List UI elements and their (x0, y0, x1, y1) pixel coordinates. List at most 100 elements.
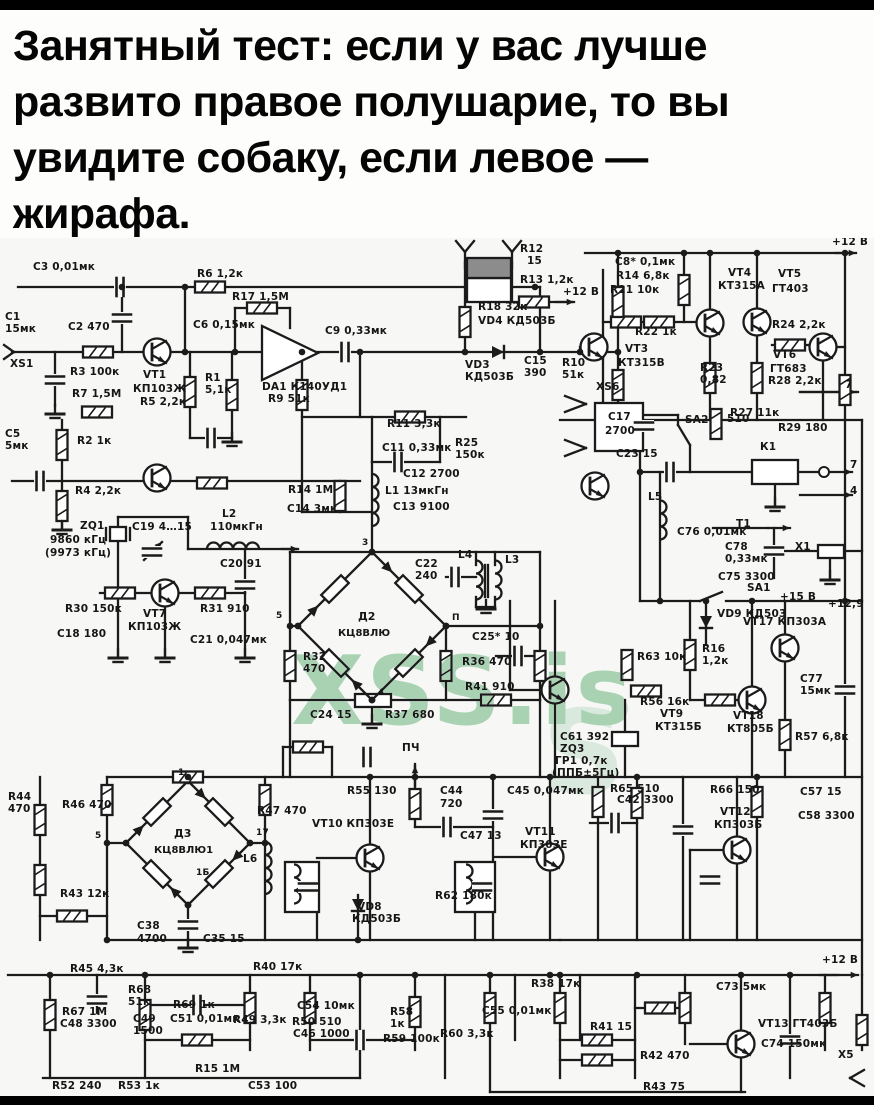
svg-text:R52 240: R52 240 (52, 1080, 102, 1092)
wires-layer (2, 251, 864, 1094)
svg-text:С20 91: С20 91 (220, 558, 262, 570)
svg-text:3: 3 (362, 538, 368, 548)
svg-text:С73 5мк: С73 5мк (716, 981, 766, 993)
svg-text:L5: L5 (648, 491, 662, 503)
capacitors-layer (34, 276, 856, 1051)
caption-line-1: Занятный тест: если у вас лучше (13, 22, 708, 70)
svg-text:L1 13мкГн: L1 13мкГн (385, 485, 449, 497)
svg-text:С22: С22 (415, 558, 438, 570)
svg-text:1500: 1500 (133, 1025, 163, 1037)
svg-text:+12,9: +12,9 (828, 598, 864, 610)
svg-text:R31 910: R31 910 (200, 603, 250, 615)
svg-text:R4 2,2к: R4 2,2к (75, 485, 121, 497)
svg-text:С13 9100: С13 9100 (393, 501, 450, 513)
svg-text:С18 180: С18 180 (57, 628, 106, 640)
svg-text:КЦ8ВЛЮ: КЦ8ВЛЮ (338, 628, 390, 639)
svg-text:VT10 КП303Е: VT10 КП303Е (312, 818, 394, 830)
svg-text:15мк: 15мк (800, 685, 831, 697)
svg-text:R56 16к: R56 16к (640, 696, 690, 708)
svg-text:С48 3300: С48 3300 (60, 1018, 117, 1030)
svg-text:VT1: VT1 (143, 369, 166, 381)
svg-text:С58 3300: С58 3300 (798, 810, 855, 822)
svg-text:R2 1к: R2 1к (77, 435, 111, 447)
svg-text:КЦ8ВЛЮ1: КЦ8ВЛЮ1 (154, 845, 213, 856)
svg-text:R44: R44 (8, 791, 31, 803)
svg-text:R68: R68 (128, 984, 151, 996)
svg-text:С23 15: С23 15 (616, 448, 658, 460)
svg-text:L4: L4 (458, 549, 472, 561)
svg-text:С24 15: С24 15 (310, 709, 352, 721)
svg-text:С1: С1 (5, 311, 20, 323)
svg-text:С38: С38 (137, 920, 160, 932)
svg-text:R42 470: R42 470 (640, 1050, 690, 1062)
svg-text:7: 7 (845, 379, 853, 391)
svg-text:К1: К1 (760, 441, 776, 453)
svg-text:R55 130: R55 130 (347, 785, 397, 797)
svg-text:КТ315В: КТ315В (618, 357, 665, 369)
svg-text:VD9 КД503: VD9 КД503 (717, 608, 786, 620)
svg-text:110мкГн: 110мкГн (210, 521, 263, 533)
svg-text:L2: L2 (222, 508, 236, 520)
svg-text:17: 17 (256, 828, 269, 838)
svg-text:R69 1к: R69 1к (173, 999, 215, 1011)
svg-text:С78: С78 (725, 541, 748, 553)
svg-text:С57 15: С57 15 (800, 786, 842, 798)
svg-text:5,1к: 5,1к (205, 384, 232, 396)
svg-text:С9 0,33мк: С9 0,33мк (325, 325, 387, 337)
svg-text:R47 470: R47 470 (257, 805, 307, 817)
svg-text:КП303Е: КП303Е (520, 839, 568, 851)
svg-text:R41 910: R41 910 (465, 681, 515, 693)
svg-text:510: 510 (727, 413, 750, 425)
svg-text:0,33мк: 0,33мк (725, 553, 768, 565)
svg-text:R57 6,8к: R57 6,8к (795, 731, 849, 743)
svg-text:ZQ3: ZQ3 (560, 743, 584, 755)
svg-text:С2 470: С2 470 (68, 321, 110, 333)
svg-text:R50 510: R50 510 (292, 1016, 342, 1028)
svg-text:VD4 КД503Б: VD4 КД503Б (478, 315, 556, 327)
svg-text:9860 кГц: 9860 кГц (50, 534, 106, 546)
svg-text:VT5: VT5 (778, 268, 801, 280)
svg-text:Д2: Д2 (358, 610, 375, 623)
svg-text:С21 0,047мк: С21 0,047мк (190, 634, 267, 646)
svg-text:+15 В: +15 В (780, 591, 816, 603)
svg-text:С54 10мк: С54 10мк (297, 1000, 355, 1012)
svg-text:С61 392: С61 392 (560, 731, 609, 743)
svg-text:R9 51к: R9 51к (268, 393, 310, 405)
svg-text:150к: 150к (455, 449, 485, 461)
svg-text:С6 0,15мк: С6 0,15мк (193, 319, 255, 331)
svg-text:470: 470 (8, 803, 31, 815)
svg-text:R23: R23 (700, 362, 723, 374)
svg-text:П: П (452, 613, 460, 623)
svg-text:R63 10к: R63 10к (637, 651, 687, 663)
svg-text:(ППБ±5Гц): (ППБ±5Гц) (552, 767, 620, 779)
svg-text:Д3: Д3 (174, 827, 191, 840)
svg-text:R22 1к: R22 1к (635, 326, 677, 338)
svg-text:0,82: 0,82 (700, 374, 727, 386)
svg-text:VT4: VT4 (728, 267, 751, 279)
junctions-layer (46, 249, 849, 979)
svg-text:R13 1,2к: R13 1,2к (520, 274, 574, 286)
svg-text:7: 7 (850, 459, 858, 471)
svg-text:VT6: VT6 (773, 349, 796, 361)
svg-text:470: 470 (303, 663, 326, 675)
svg-text:С14 3мк: С14 3мк (287, 503, 337, 515)
svg-text:2700: 2700 (605, 425, 635, 437)
svg-text:VT13 ГТ403Б: VT13 ГТ403Б (758, 1018, 838, 1030)
svg-text:КТ315Б: КТ315Б (655, 721, 702, 733)
svg-text:VT7: VT7 (143, 608, 166, 620)
svg-text:R43 12к: R43 12к (60, 888, 110, 900)
svg-text:R14 6,8к: R14 6,8к (616, 270, 670, 282)
svg-text:R62 180к: R62 180к (435, 890, 492, 902)
svg-text:С76 0,01мк: С76 0,01мк (677, 526, 747, 538)
antenna-layer (454, 239, 866, 1088)
svg-text:С47 13: С47 13 (460, 830, 502, 842)
svg-text:L6: L6 (243, 853, 257, 865)
svg-text:R28 2,2к: R28 2,2к (768, 375, 822, 387)
svg-text:+12 В: +12 В (563, 286, 599, 298)
svg-text:R58: R58 (390, 1006, 413, 1018)
svg-text:КД503Б: КД503Б (465, 371, 514, 383)
